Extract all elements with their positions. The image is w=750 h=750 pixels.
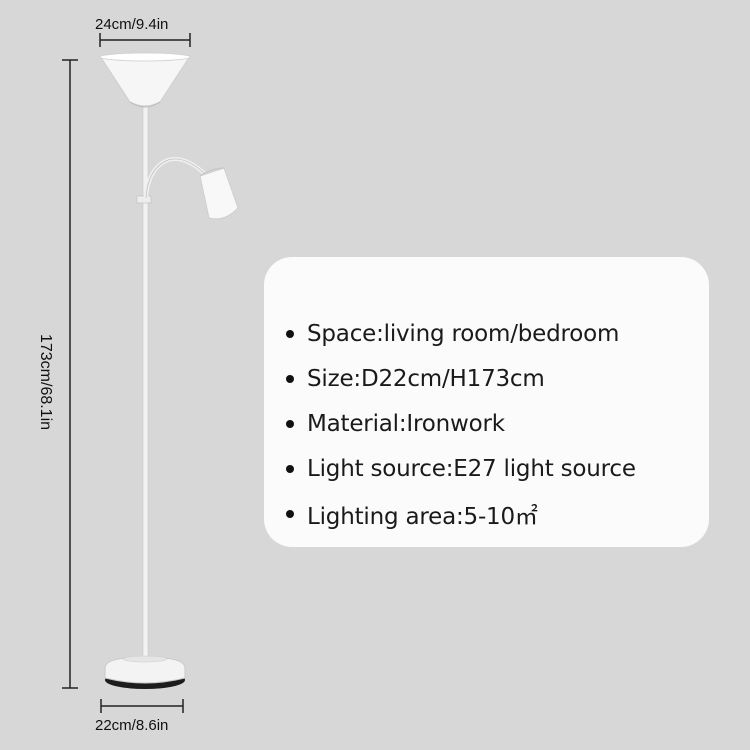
spec-card: Space:living room/bedroom Size:D22cm/H17… (264, 257, 709, 547)
spec-item-size: Size:D22cm/H173cm (286, 356, 709, 401)
top-shade (99, 52, 191, 108)
spec-text: Light source:E27 light source (307, 455, 636, 482)
base-width-dimension-line (100, 699, 184, 713)
reading-arm (136, 157, 207, 204)
spec-item-lighting-area: Lighting area:5-10㎡ (286, 491, 709, 536)
bullet-icon (286, 374, 294, 383)
height-label: 173cm/68.1in (37, 333, 54, 431)
bullet-icon (286, 419, 294, 428)
spec-text: Size:D22cm/H173cm (307, 365, 545, 392)
base-width-label: 22cm/8.6in (95, 717, 169, 734)
spec-item-material: Material:Ironwork (286, 401, 709, 446)
top-width-label: 24cm/9.4in (95, 16, 169, 33)
height-dimension-line (62, 59, 78, 689)
spec-item-space: Space:living room/bedroom (286, 311, 709, 356)
bullet-icon (286, 329, 294, 338)
spec-item-light-source: Light source:E27 light source (286, 446, 709, 491)
bullet-icon (286, 509, 294, 518)
spec-text: Lighting area:5-10㎡ (307, 503, 538, 530)
top-width-dimension-line (99, 33, 191, 47)
reading-shade (199, 167, 239, 220)
spec-list: Space:living room/bedroom Size:D22cm/H17… (286, 311, 709, 536)
spec-text: Material:Ironwork (307, 410, 505, 437)
spec-text: Space:living room/bedroom (307, 320, 620, 347)
bullet-icon (286, 464, 294, 473)
lamp-base (104, 655, 186, 689)
